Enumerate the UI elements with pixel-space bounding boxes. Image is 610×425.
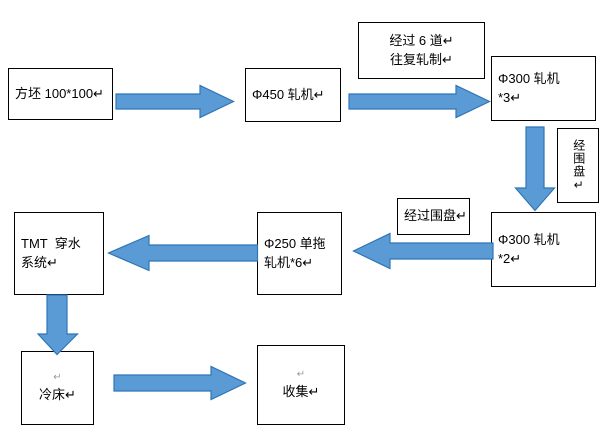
billet-box: 方坯 100*100↵ — [8, 68, 113, 120]
mill-300-x3-line-1: Φ300 轧机 — [498, 70, 560, 86]
collection-line-2: 收集↵ — [282, 383, 320, 399]
tmt-line-2: 系统↵ — [21, 254, 58, 270]
mill-450-box: Φ450 轧机↵ — [245, 68, 341, 122]
six-pass-note-line-1: 经过 6 道↵ — [389, 32, 454, 48]
mill-250-line-2: 轧机*6↵ — [264, 254, 314, 270]
mill-250-line-1: Φ250 单拖 — [264, 235, 326, 251]
collection-line-1: ↵ — [296, 369, 306, 381]
collection-box: ↵ 收集↵ — [257, 345, 345, 425]
mill-300-x2-line-2: *2↵ — [498, 250, 522, 266]
arrow-tmt-to-cooling-bed — [37, 294, 79, 356]
tmt-water-cooling-box: TMT 穿水 系统↵ — [14, 212, 104, 295]
mill-300-x3-line-2: *3↵ — [498, 89, 522, 105]
cooling-bed-line-1: ↵ — [53, 372, 62, 384]
six-pass-note-box: 经过 6 道↵ 往复轧制↵ — [358, 22, 485, 79]
arrow-mill300x3-to-mill300x2 — [514, 126, 556, 212]
billet-box-line-1: 方坯 100*100↵ — [15, 85, 104, 101]
arrow-billet-to-mill450 — [115, 84, 235, 119]
mill-450-box-line-1: Φ450 轧机↵ — [252, 86, 325, 102]
through-looper-note-box: 经过围盘↵ — [397, 198, 470, 235]
six-pass-note-line-2: 往复轧制↵ — [390, 51, 453, 67]
through-looper-vertical-note-box: 经围盘↵ — [557, 128, 599, 203]
mill-300-x2-box: Φ300 轧机 *2↵ — [491, 212, 596, 287]
mill-250-single-drag-box: Φ250 单拖 轧机*6↵ — [257, 212, 342, 295]
cooling-bed-box: ↵ 冷床↵ — [21, 351, 94, 425]
through-looper-vertical-note-line-1: 经围盘↵ — [571, 138, 586, 193]
arrow-cooling-bed-to-collection — [113, 365, 247, 401]
cooling-bed-line-2: 冷床↵ — [39, 386, 76, 402]
through-looper-note-line-1: 经过围盘↵ — [404, 208, 467, 224]
mill-300-x3-box: Φ300 轧机 *3↵ — [491, 56, 596, 121]
mill-300-x2-line-1: Φ300 轧机 — [498, 231, 560, 247]
tmt-line-1: TMT 穿水 — [21, 235, 81, 251]
arrow-mill300x2-to-mill250 — [352, 232, 494, 270]
arrow-mill250-to-tmt — [107, 234, 259, 272]
arrow-mill450-to-mill300x3 — [348, 84, 491, 119]
